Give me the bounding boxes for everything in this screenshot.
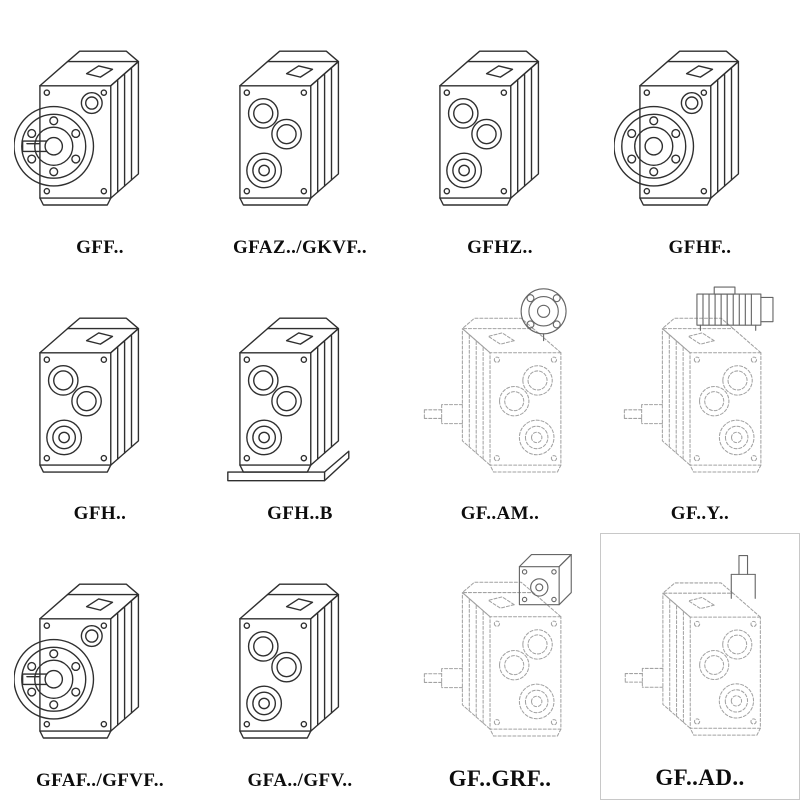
- gearbox-model-label: GFH..B: [267, 503, 333, 525]
- bore-circles: [445, 98, 502, 189]
- gearbox-ghost-input-shaft-icon: [624, 555, 786, 763]
- gearbox-model-label: GFAZ../GKVF..: [233, 236, 367, 258]
- gearbox-cell: GFAZ../GKVF..: [200, 0, 400, 267]
- gearbox-cell: GFAF../GFVF..: [0, 533, 200, 800]
- gearbox-model-label: GFAF../GFVF..: [35, 769, 164, 791]
- phantom-housing: [462, 583, 560, 737]
- gearbox-model-label: GFA../GFV..: [247, 769, 353, 791]
- gearbox-face-bores-icon: [238, 50, 339, 206]
- gearbox-cell: GFHZ..: [400, 0, 600, 267]
- gearbox-model-label: GF..GRF..: [448, 765, 552, 791]
- gearbox-face-bores-icon: [38, 317, 139, 473]
- housing-outline: [238, 50, 339, 206]
- gearbox-cell: GF..AD..: [600, 533, 800, 800]
- gearbox-model-label: GF..AM..: [460, 503, 540, 525]
- housing-outline: [238, 583, 339, 740]
- gearbox-cell: GFH..: [0, 267, 200, 534]
- upper-bore: [80, 91, 103, 115]
- gearbox-model-label: GFHZ..: [467, 236, 533, 258]
- gearbox-cell: GF..AM..: [400, 267, 600, 534]
- output-shaft: [624, 668, 663, 689]
- output-shaft: [423, 668, 463, 689]
- output-flange: [13, 639, 94, 721]
- gearbox-face-bores-base-icon: [226, 317, 350, 481]
- phantom-housing: [662, 318, 760, 472]
- input-shaft-stub: [730, 555, 756, 600]
- output-shaft: [623, 403, 663, 424]
- housing-outline: [238, 317, 339, 473]
- output-flange: [13, 105, 94, 187]
- output-flange: [613, 105, 694, 187]
- iec-input-flange: [520, 287, 567, 341]
- gearbox-cell: GF..Y..: [600, 267, 800, 534]
- bore-circles: [245, 98, 302, 189]
- output-shaft: [423, 403, 463, 424]
- gearbox-cell: GF..GRF..: [400, 533, 600, 800]
- gear-adapter-box: [518, 554, 572, 606]
- phantom-housing: [462, 318, 560, 472]
- gearbox-cell: GFHF..: [600, 0, 800, 267]
- phantom-housing: [662, 583, 759, 735]
- bore-circles: [245, 364, 302, 456]
- gearbox-flange-shaft-icon: [13, 50, 139, 206]
- upper-bore: [80, 625, 103, 648]
- gearbox-model-label: GFHF..: [668, 236, 732, 258]
- gearbox-face-bores-icon: [238, 583, 339, 740]
- gearbox-flange-hollow-icon: [613, 50, 739, 206]
- gearbox-ghost-motor-icon: [623, 286, 774, 502]
- gearbox-flange-shaft-icon: [13, 583, 139, 740]
- gearbox-cell: GFA../GFV..: [200, 533, 400, 800]
- gearbox-model-label: GFH..: [73, 503, 127, 525]
- gearbox-model-label: GFF..: [76, 236, 124, 258]
- bore-circles: [45, 364, 102, 456]
- gearbox-ghost-iec-adapter-icon: [423, 287, 567, 502]
- housing-outline: [38, 317, 139, 473]
- housing-outline: [438, 50, 539, 206]
- gearbox-cell: GFF..: [0, 0, 200, 267]
- gearbox-face-bores-icon: [438, 50, 539, 206]
- upper-bore: [680, 91, 703, 115]
- gearbox-model-label: GF..Y..: [670, 503, 730, 525]
- gearbox-model-label: GF..AD..: [655, 764, 745, 790]
- electric-motor: [695, 286, 774, 331]
- gearbox-cell: GFH..B: [200, 267, 400, 534]
- bore-circles: [245, 631, 302, 722]
- gearbox-ghost-gear-adapter-icon: [423, 554, 572, 764]
